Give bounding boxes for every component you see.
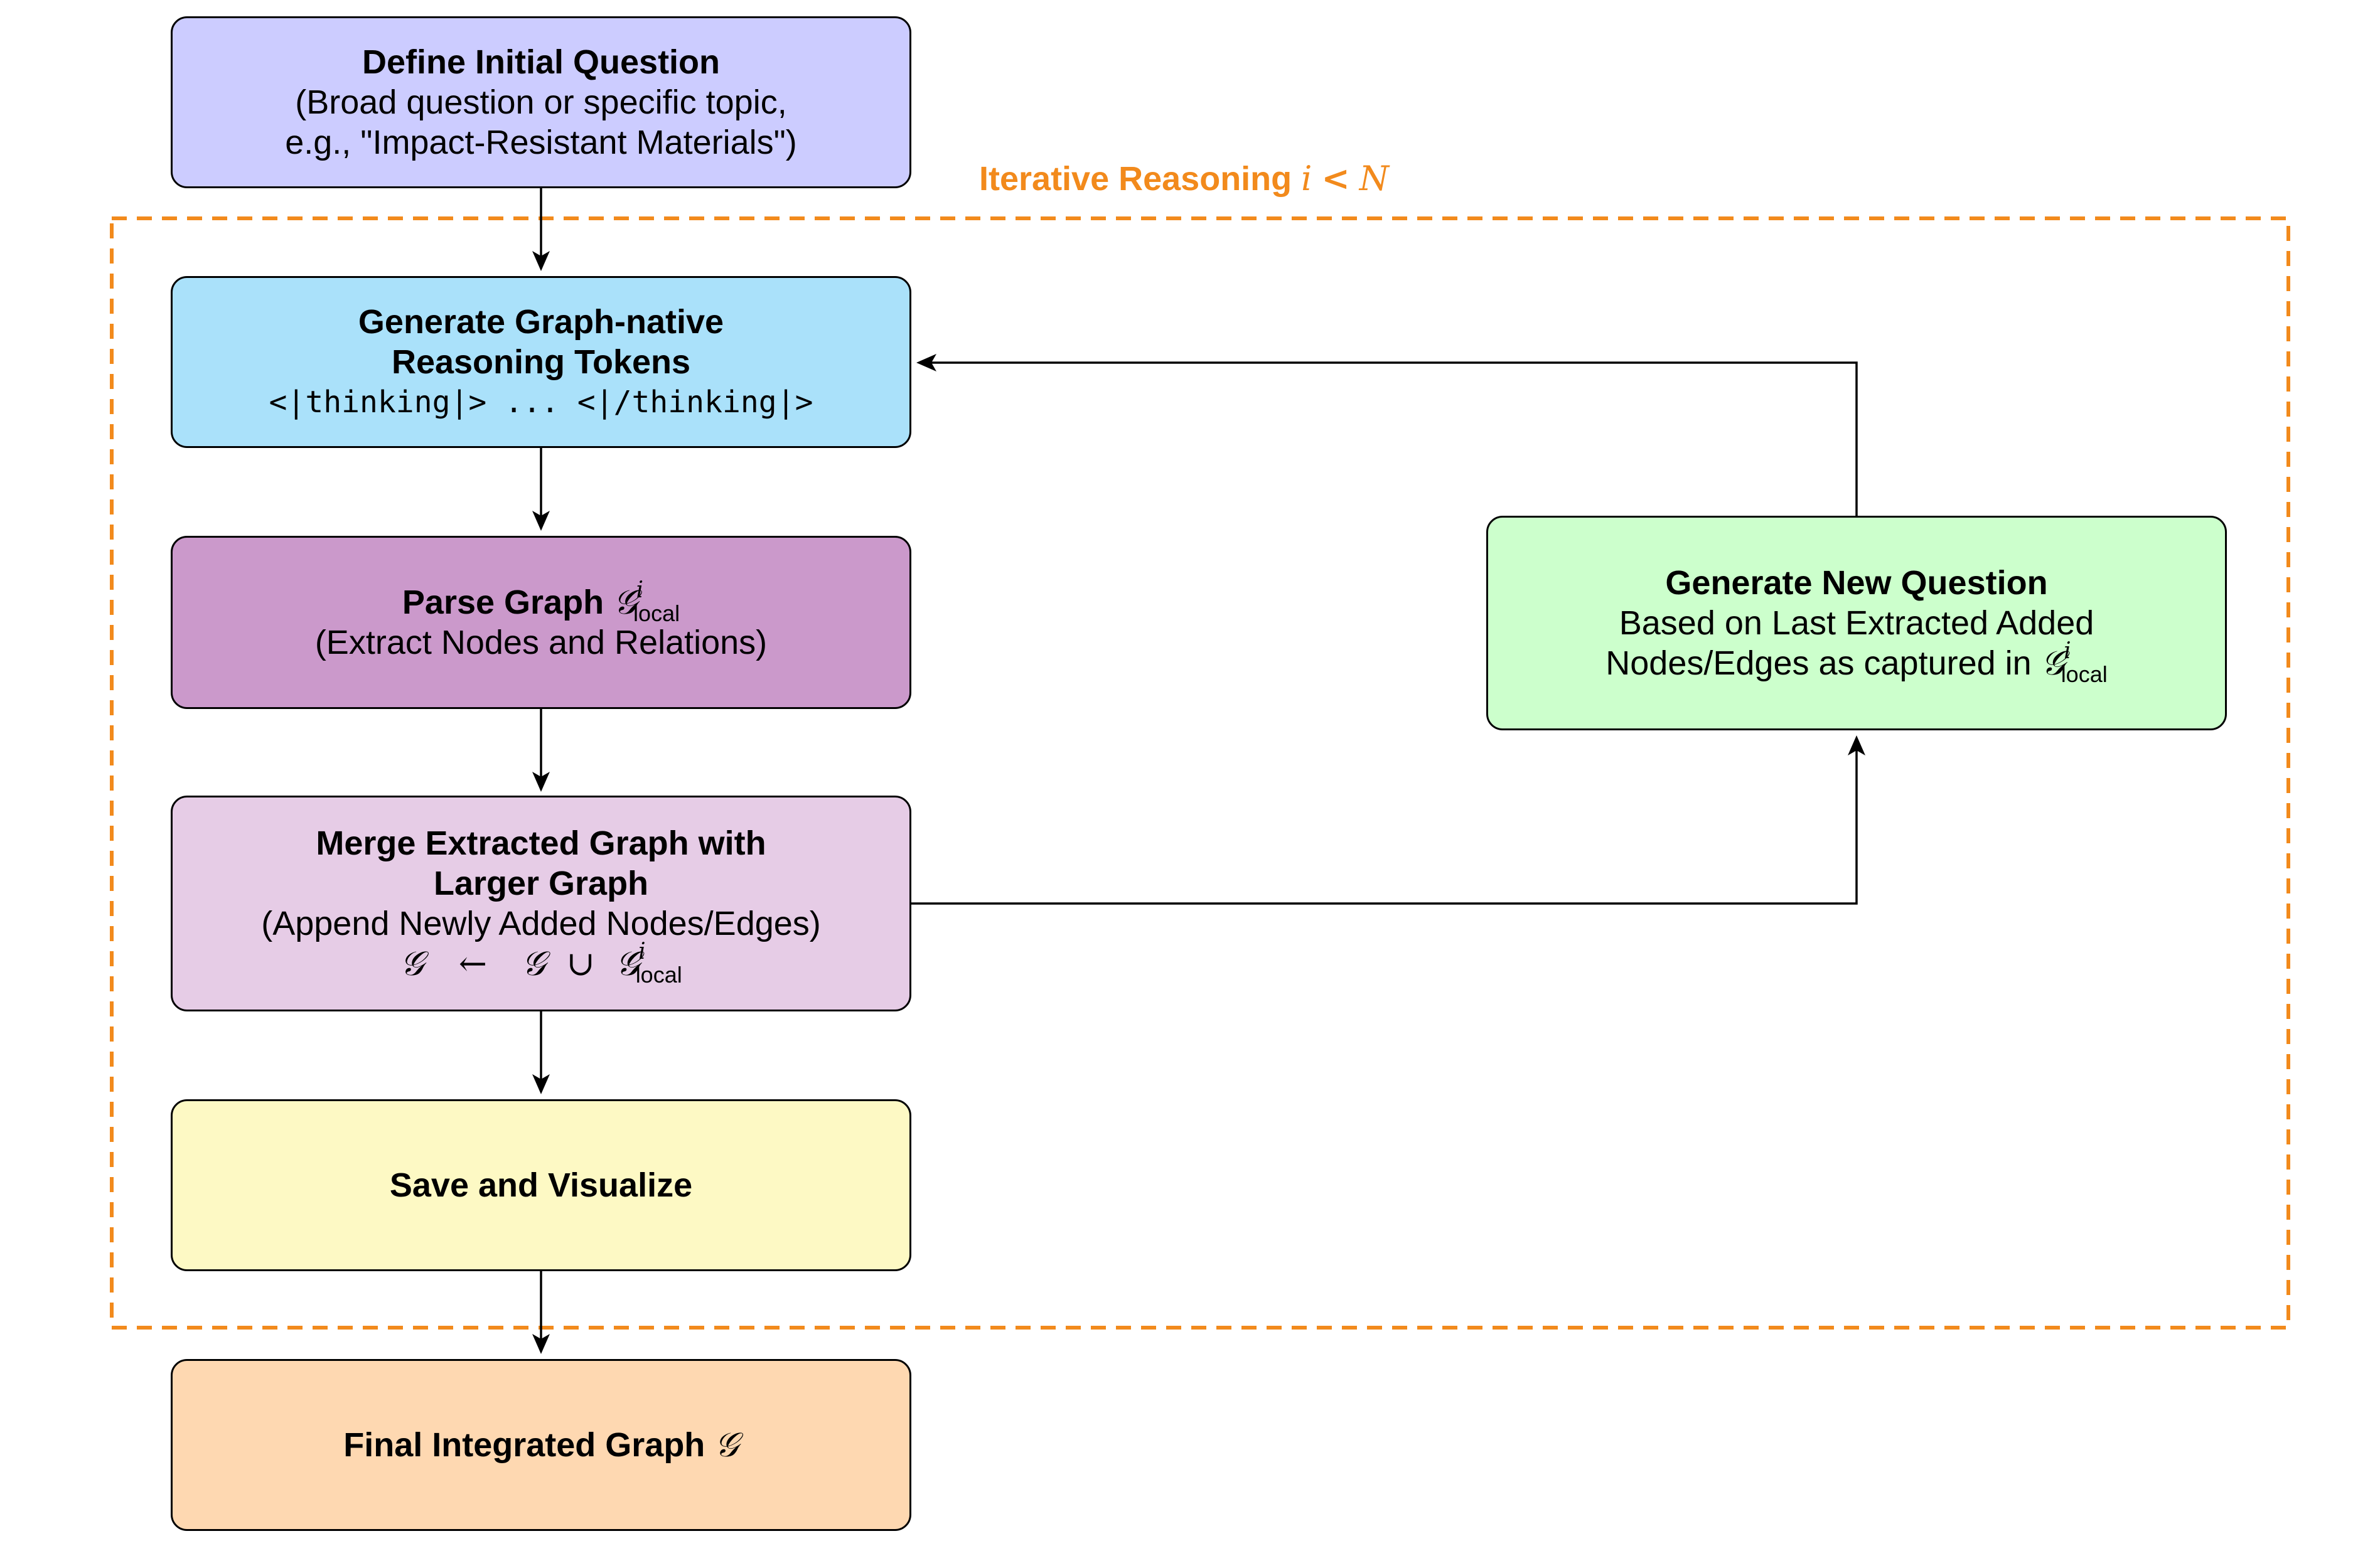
iterative-reasoning-label: Iterative Reasoning i < N: [979, 158, 1389, 199]
new-question-line-1: Based on Last Extracted Added: [1619, 604, 2094, 642]
arrowhead-parse: [532, 511, 550, 531]
loop-label-text: Iterative Reasoning: [979, 160, 1292, 198]
merge-eq-arrow: ←: [458, 944, 487, 983]
merge-title-1: Merge Extracted Graph with: [316, 824, 766, 862]
arrowhead-generate-return: [916, 354, 936, 371]
loop-label-lt: <: [1321, 158, 1350, 198]
generate-new-question-box: Generate New Question Based on Last Extr…: [1486, 516, 2227, 730]
new-question-local-graph: 𝒢ilocal: [2040, 638, 2108, 687]
iterative-loop-frame: [110, 216, 2290, 1330]
generate-reasoning-tokens-box: Generate Graph-native Reasoning Tokens <…: [171, 276, 911, 448]
merge-graph-box: Merge Extracted Graph with Larger Graph …: [171, 796, 911, 1011]
parse-graph-box: Parse Graph 𝒢ilocal (Extract Nodes and R…: [171, 536, 911, 709]
new-question-title: Generate New Question: [1665, 564, 2048, 602]
final-title-row: Final Integrated Graph 𝒢: [343, 1425, 739, 1465]
save-visualize-box: Save and Visualize: [171, 1099, 911, 1271]
final-graph-symbol: 𝒢: [714, 1425, 739, 1464]
save-title: Save and Visualize: [389, 1166, 693, 1204]
arrowhead-generate: [532, 251, 550, 271]
merge-equation: 𝒢 ← 𝒢 ∪ 𝒢ilocal: [400, 939, 682, 988]
generate-title-1: Generate Graph-native: [358, 303, 724, 341]
parse-title-row: Parse Graph 𝒢ilocal: [402, 577, 680, 626]
merge-eq-lhs: 𝒢: [400, 944, 424, 983]
arrowhead-new-question: [1848, 735, 1865, 755]
new-question-line-2-text: Nodes/Edges as captured in: [1605, 644, 2032, 682]
merge-eq-g: 𝒢: [521, 944, 546, 983]
final-integrated-graph-box: Final Integrated Graph 𝒢: [171, 1359, 911, 1531]
new-question-line-2: Nodes/Edges as captured in 𝒢ilocal: [1605, 638, 2108, 687]
arrowhead-save: [532, 1074, 550, 1094]
parse-title: Parse Graph: [402, 584, 604, 621]
merge-eq-union: ∪: [566, 944, 595, 983]
define-initial-question-box: Define Initial Question (Broad question …: [171, 16, 911, 188]
arrow-new-question-to-generate: [921, 361, 1858, 516]
merge-eq-local-graph: 𝒢ilocal: [615, 939, 682, 988]
parse-line-1: (Extract Nodes and Relations): [314, 624, 768, 661]
arrowhead-merge: [532, 772, 550, 792]
generate-title-2: Reasoning Tokens: [391, 343, 691, 381]
arrow-merge-to-new-question: [911, 740, 1858, 905]
loop-label-N: N: [1359, 159, 1389, 198]
define-line-1: (Broad question or specific topic,: [295, 83, 787, 121]
local-graph-symbol: 𝒢ilocal: [613, 577, 680, 626]
merge-title-2: Larger Graph: [433, 865, 649, 902]
thinking-tokens-code: <|thinking|> ... <|/thinking|>: [269, 385, 813, 420]
final-title: Final Integrated Graph: [343, 1426, 705, 1464]
merge-line-1: (Append Newly Added Nodes/Edges): [261, 905, 821, 942]
define-title: Define Initial Question: [362, 43, 721, 81]
define-line-2: e.g., "Impact-Resistant Materials"): [285, 124, 797, 161]
arrowhead-final: [532, 1334, 550, 1354]
loop-label-i: i: [1301, 159, 1312, 198]
